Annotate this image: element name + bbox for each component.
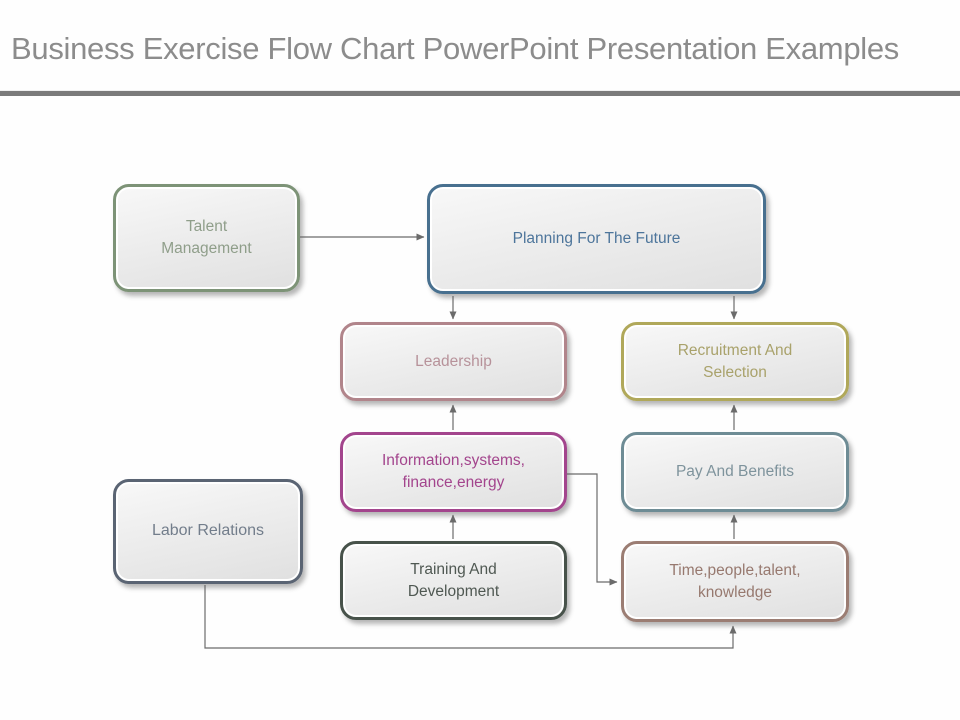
node-label: Pay And Benefits <box>675 463 795 481</box>
node-label: Management <box>161 240 252 257</box>
node-talent-management: Talent Management <box>113 184 300 292</box>
node-label: Planning For The Future <box>512 230 681 248</box>
node-labor-relations: Labor Relations <box>113 479 303 584</box>
node-time-people-talent-knowledge: Time,people,talent, knowledge <box>621 541 849 622</box>
node-label: Labor Relations <box>151 522 265 540</box>
node-planning-for-the-future: Planning For The Future <box>427 184 766 294</box>
node-label: Development <box>407 582 500 600</box>
node-label: Time,people,talent, <box>669 561 801 579</box>
connector-information-to-time <box>567 473 618 586</box>
slide-title: Business Exercise Flow Chart PowerPoint … <box>11 30 899 66</box>
node-training-and-development: Training And Development <box>340 541 567 620</box>
title-divider <box>0 90 960 96</box>
node-label: knowledge <box>697 583 773 601</box>
node-label: Recruitment And <box>677 341 793 359</box>
node-label: Talent <box>185 218 228 236</box>
node-leadership: Leadership <box>340 322 567 401</box>
node-label: Selection <box>703 363 767 381</box>
node-recruitment-and-selection: Recruitment And Selection <box>621 322 849 401</box>
node-pay-and-benefits: Pay And Benefits <box>621 432 849 512</box>
node-label: Information,systems, <box>382 452 525 470</box>
node-label: finance,energy <box>402 474 505 491</box>
node-label: Training And <box>410 560 497 578</box>
node-label: Leadership <box>415 352 492 370</box>
node-information-systems-finance-energy: Information,systems, finance,energy <box>340 432 567 512</box>
